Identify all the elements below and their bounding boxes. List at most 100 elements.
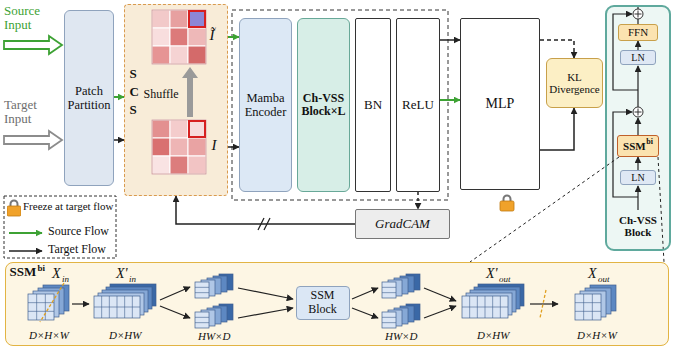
- dimension-label: HW×D: [198, 330, 230, 342]
- node-label: KL Divergence: [549, 71, 600, 96]
- legend-swatch: [9, 246, 43, 256]
- node-label: MLP: [463, 96, 537, 112]
- ssm-detail-panel: SSMbiSSM Block: [5, 262, 669, 346]
- tensor-symbol: X': [486, 266, 498, 281]
- merge-arrow: [424, 288, 456, 301]
- encoder-region: [232, 10, 448, 200]
- dimension-label: HW×D: [385, 330, 417, 342]
- feature-map-grid: [195, 322, 209, 323]
- reshape-cut: [40, 283, 64, 322]
- flow-arrow: [228, 36, 239, 38]
- feature-map-grid: [382, 317, 396, 318]
- feature-map-grid: [575, 302, 601, 303]
- node-label: Ĩ: [210, 27, 215, 44]
- norm-box: LN: [620, 50, 656, 65]
- flow-arrow: [637, 41, 638, 50]
- grid-outline: [152, 120, 206, 174]
- dimension-label: D×H×W: [29, 329, 69, 341]
- lock-body: [7, 206, 21, 216]
- flow-arrow: [540, 108, 574, 150]
- input-arrow: [4, 131, 62, 149]
- node-label: GradCAM: [358, 217, 447, 232]
- feature-map-layer: [28, 294, 54, 320]
- grid-cell: [170, 28, 188, 46]
- lock-body: [500, 201, 514, 211]
- patch-grid-region: SCSShuffleĨI: [124, 4, 228, 196]
- node-label: S: [130, 103, 137, 118]
- activation-box: ReLU: [396, 18, 440, 192]
- node-label: FFN: [621, 26, 655, 38]
- norm-box: BN: [355, 18, 391, 192]
- node-label: bi: [646, 138, 653, 147]
- grid-cell: [188, 28, 206, 46]
- grid-cell: [152, 156, 170, 174]
- scan-arrow: [238, 308, 293, 318]
- region-fill: [5, 262, 669, 346]
- grid-cell: [170, 138, 188, 156]
- flow-arrow: [540, 40, 574, 58]
- grid-highlight: [189, 11, 205, 27]
- node-label: Patch Partition: [67, 84, 111, 112]
- grid-cell: [170, 156, 188, 174]
- block-flow: [637, 118, 638, 135]
- legend-label: Target Flow: [48, 243, 114, 256]
- add-symbol-bar: [638, 11, 639, 18]
- grid-cell: [152, 10, 170, 28]
- split-arrow: [160, 306, 190, 318]
- grid-cell: [170, 46, 188, 64]
- grid-cell: [170, 10, 188, 28]
- feature-map-grid: [382, 287, 396, 288]
- feature-map-grid: [382, 322, 396, 323]
- legend-arrow: [9, 250, 42, 252]
- legend-swatch: [9, 228, 43, 238]
- node-label: Ch-VSS Block: [609, 214, 667, 239]
- grid-cell: [188, 46, 206, 64]
- grid-highlight: [189, 121, 205, 137]
- tensor-subscript: in: [129, 275, 136, 285]
- feature-map-grid: [94, 307, 140, 308]
- tensor-symbol: X: [52, 266, 61, 281]
- feature-map-grid: [462, 307, 508, 308]
- node-label: SSM Block: [299, 289, 347, 316]
- feature-map-layer: [94, 296, 140, 318]
- region-fill: [124, 4, 228, 196]
- dimension-label: D×HW: [109, 329, 141, 341]
- dimension-label: D×HW: [477, 329, 509, 341]
- ssm-box: SSMbi: [617, 135, 659, 157]
- add-symbol: [633, 107, 643, 117]
- node-label: Mamba Encoder: [242, 91, 289, 119]
- shuffle-arrow: [182, 67, 198, 117]
- grid-cell: [188, 156, 206, 174]
- node-label: bi: [38, 263, 46, 273]
- legend-box: [4, 196, 116, 258]
- node-label: ReLU: [399, 98, 437, 113]
- feature-map-layer: [382, 312, 396, 328]
- flow-arrow: [417, 192, 419, 209]
- gradcam-box: GradCAM: [355, 209, 450, 239]
- flow-arrow: [176, 196, 355, 224]
- merge-arrow: [424, 306, 456, 318]
- feature-map-grid: [45, 294, 46, 320]
- input-label: Target Input: [4, 98, 62, 127]
- split-arrow: [160, 287, 190, 300]
- grid-cell: [188, 10, 206, 28]
- legend-label: Source Flow: [48, 225, 114, 238]
- input-label: Source Input: [4, 4, 62, 33]
- feature-map-layer: [195, 282, 209, 298]
- norm-box: LN: [620, 170, 656, 185]
- grid-cell: [170, 120, 188, 138]
- legend-label: Freeze at target flow: [23, 200, 115, 212]
- node-label: Shuffle: [144, 88, 179, 101]
- grid-cell: [152, 46, 170, 64]
- tensor-subscript: in: [62, 275, 69, 285]
- reshape-arrow: [530, 303, 558, 304]
- flow-arrow: [637, 157, 638, 170]
- node-label: SSM: [623, 140, 646, 152]
- feature-map-grid: [583, 294, 584, 320]
- feature-map-grid: [28, 311, 54, 312]
- encoder-box: Mamba Encoder: [239, 18, 292, 192]
- feature-map-grid: [28, 302, 54, 303]
- feature-map-layer: [382, 282, 396, 298]
- node-label: LN: [623, 52, 653, 63]
